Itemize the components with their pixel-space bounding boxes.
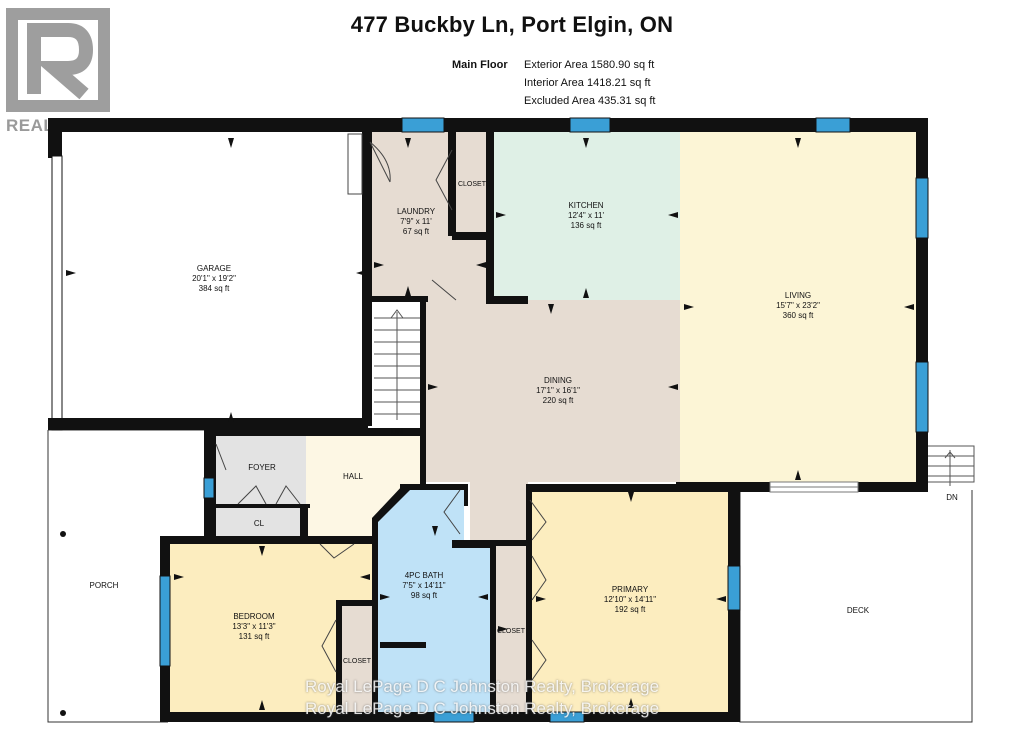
dining-name: DINING [544,376,572,385]
excluded-area: Excluded Area 435.31 sq ft [524,95,656,107]
kitchen-room [492,132,680,300]
living-area: 360 sq ft [783,311,814,320]
kitchen-dims: 12'4" x 11' [568,211,604,220]
deck-dn-label: DN [946,493,958,502]
garage-dims: 20'1" x 19'2" [192,274,236,283]
porch-label: PORCH [90,581,119,590]
laundry-closet-label: CLOSET [458,181,487,188]
watermark-line-1: Royal LePage D C Johnston Realty, Broker… [305,677,660,696]
garage-room [62,133,368,423]
sliding-door [769,481,859,493]
realtor-logo [4,6,116,136]
door-swings [215,141,547,681]
page-title: 477 Buckby Ln, Port Elgin, ON [350,12,674,37]
living-dims: 15'7" x 23'2" [776,301,820,310]
kitchen-area: 136 sq ft [571,221,602,230]
exterior-area: Exterior Area 1580.90 sq ft [524,59,655,71]
watermark-line-2: Royal LePage D C Johnston Realty, Broker… [305,699,660,718]
laundry-area: 67 sq ft [403,227,430,236]
dining-room [422,300,680,540]
bath-area: 98 sq ft [411,591,438,600]
windows [159,117,929,723]
cl-closet [216,506,304,538]
garage-area: 384 sq ft [199,284,230,293]
floor-label: Main Floor [452,59,508,71]
bedroom-closet-label: CLOSET [343,658,372,665]
stairs-dn-label: DN [391,427,403,436]
kitchen-name: KITCHEN [568,201,603,210]
deck-stairs [925,445,975,486]
primary-area: 192 sq ft [615,605,646,614]
foyer-label: FOYER [248,463,276,472]
hall-label: HALL [343,472,364,481]
living-name: LIVING [785,291,811,300]
interior-area: Interior Area 1418.21 sq ft [524,77,651,89]
living-room [680,132,916,482]
garage-door-panel [347,133,363,195]
porch-post [60,531,66,537]
bedroom-dims: 13'3" x 11'3" [232,622,275,631]
bedroom-closet [340,606,372,714]
cl-label: CL [254,519,265,528]
garage-name: GARAGE [197,264,231,273]
primary-room [532,488,728,714]
porch-post [60,710,66,716]
laundry-closet [452,132,490,238]
area-summary: Main Floor Exterior Area 1580.90 sq ft I… [452,56,655,110]
bedroom-area: 131 sq ft [239,632,270,641]
primary-name: PRIMARY [612,585,649,594]
bedroom-name: BEDROOM [233,612,275,621]
dining-area: 220 sq ft [543,396,574,405]
dining-dims: 17'1" x 16'1" [536,386,580,395]
primary-dims: 12'10" x 14'11" [604,595,656,604]
laundry-name: LAUNDRY [397,207,436,216]
foyer-area [206,436,306,506]
laundry-dims: 7'9" x 11' [400,217,432,226]
primary-closet-label: CLOSET [497,628,526,635]
dimension-arrows [66,138,914,710]
bath-name: 4PC BATH [405,571,444,580]
bath-dims: 7'5" x 14'11" [402,581,445,590]
stair-treads [374,309,420,420]
deck-label: DECK [847,606,870,615]
